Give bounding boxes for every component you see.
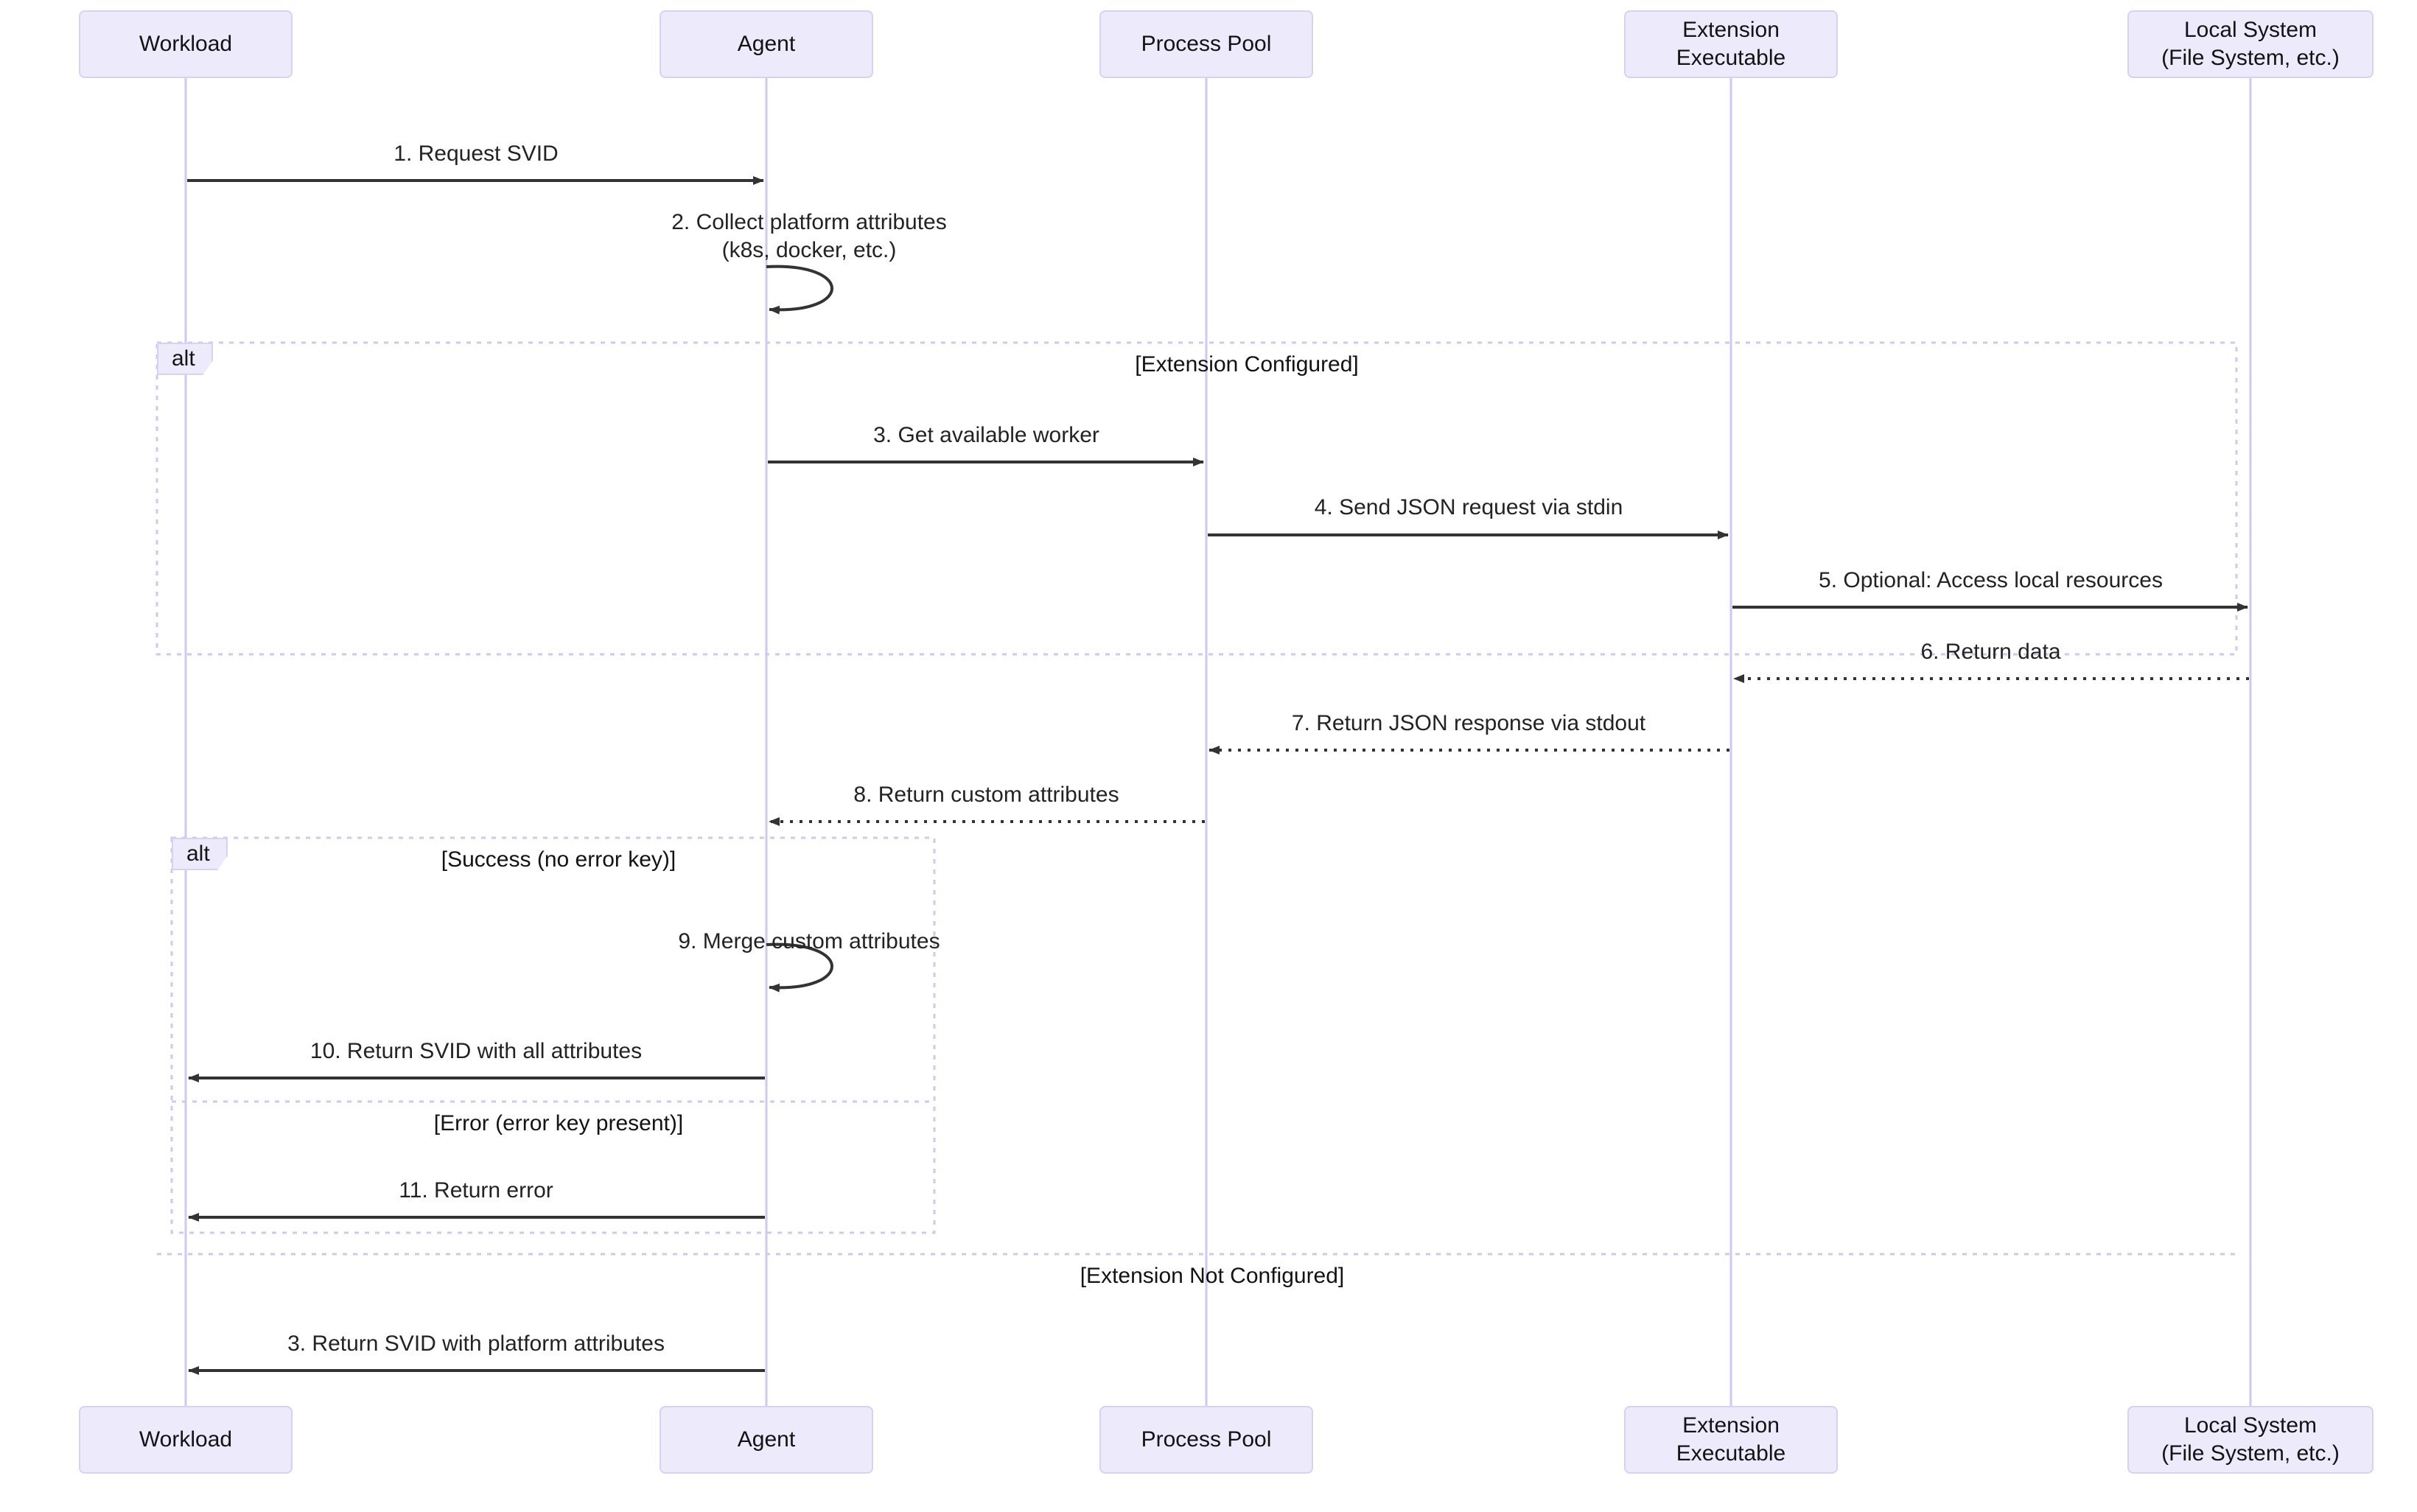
message-arrow-2 — [766, 265, 833, 315]
participant-label: Process Pool — [1141, 31, 1272, 56]
participant-label: Agent — [737, 31, 796, 56]
fragment-condition-inner-alt-1: [Error (error key present)] — [433, 1111, 684, 1135]
participant-foot-pool[interactable]: Process Pool — [1099, 1406, 1313, 1474]
participant-head-workload[interactable]: Workload — [79, 10, 293, 78]
message-label-10: 10. Return SVID with all attributes — [309, 1039, 643, 1063]
fragment-keyword-inner-alt[interactable]: alt — [172, 838, 228, 870]
message-label-4: 4. Send JSON request via stdin — [1314, 495, 1623, 519]
message-arrows-group — [187, 176, 2249, 1375]
fragments-group — [155, 341, 2238, 1256]
fragment-keyword-label: alt — [172, 346, 195, 371]
message-label-1: 1. Request SVID — [393, 141, 559, 166]
lifelines-group — [184, 78, 2252, 1406]
message-label-7: 7. Return JSON response via stdout — [1291, 711, 1646, 735]
fragment-keyword-outer-alt[interactable]: alt — [157, 343, 213, 375]
participant-label: Process Pool — [1141, 1427, 1272, 1452]
fragment-condition-outer-alt-1: [Extension Not Configured] — [1080, 1264, 1345, 1288]
message-label-3: 3. Get available worker — [873, 423, 1099, 447]
message-label-6: 6. Return data — [1920, 640, 2061, 664]
participant-label: Local System(File System, etc.) — [2161, 17, 2340, 70]
participant-foot-workload[interactable]: Workload — [79, 1406, 293, 1474]
participant-head-local[interactable]: Local System(File System, etc.) — [2127, 10, 2374, 78]
message-label-3b: 3. Return SVID with platform attributes — [287, 1331, 665, 1356]
participant-foot-agent[interactable]: Agent — [660, 1406, 873, 1474]
message-label-8: 8. Return custom attributes — [853, 783, 1119, 807]
message-arrow-9 — [766, 942, 833, 993]
fragment-keyword-label: alt — [186, 841, 210, 866]
fragment-condition-outer-alt-0: [Extension Configured] — [1135, 352, 1359, 377]
participant-head-pool[interactable]: Process Pool — [1099, 10, 1313, 78]
participant-head-agent[interactable]: Agent — [660, 10, 873, 78]
fragment-condition-inner-alt-0: [Success (no error key)] — [441, 847, 676, 872]
message-label-5: 5. Optional: Access local resources — [1819, 568, 2163, 592]
participant-label: Agent — [737, 1427, 796, 1452]
participant-foot-local[interactable]: Local System(File System, etc.) — [2127, 1406, 2374, 1474]
participant-label: Workload — [139, 31, 233, 56]
participant-label: Local System(File System, etc.) — [2161, 1413, 2340, 1466]
message-label-11: 11. Return error — [399, 1178, 553, 1203]
fragment-box-inner-alt — [170, 836, 936, 1234]
participant-label: Workload — [139, 1427, 233, 1452]
message-label-9: 9. Merge custom attributes — [678, 929, 940, 953]
message-label-2: 2. Collect platform attributes(k8s, dock… — [671, 210, 947, 263]
